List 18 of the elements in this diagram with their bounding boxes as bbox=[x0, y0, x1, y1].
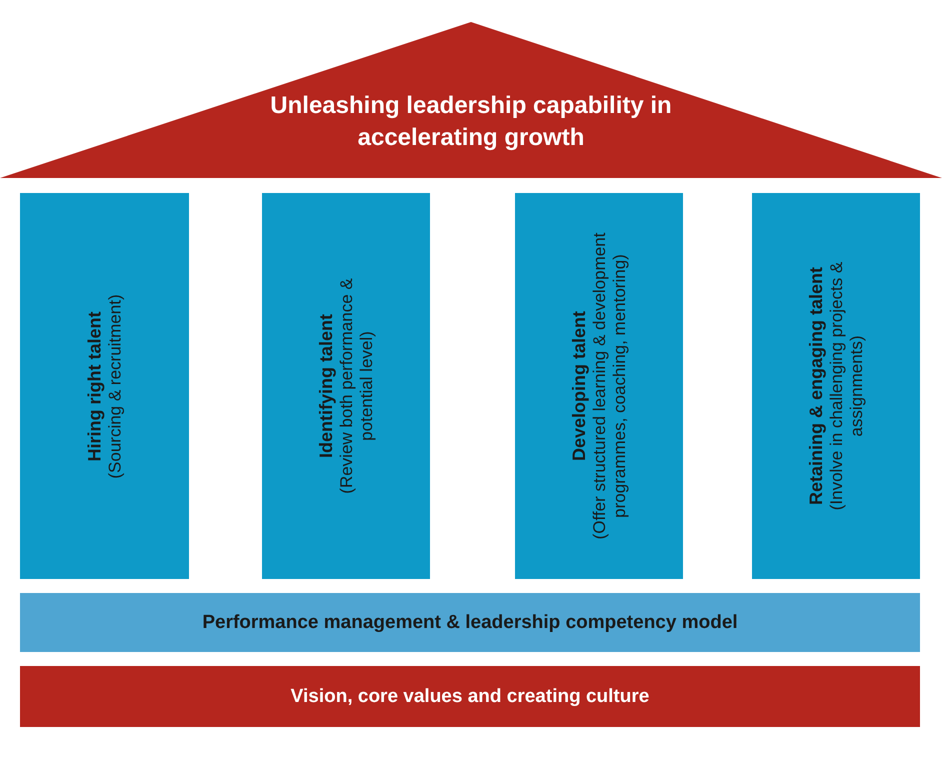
pillar-panel bbox=[20, 193, 189, 579]
foundation-band bbox=[20, 666, 920, 727]
foundation-band bbox=[20, 593, 920, 652]
pillar-heading: Identifying talent bbox=[316, 314, 336, 458]
pillar-description: (Involve in challenging projects & assignments) bbox=[826, 260, 866, 512]
pillar-description: (Review both performance & potential level) bbox=[336, 277, 376, 496]
pillar-panel bbox=[752, 193, 920, 579]
pillar-heading: Retaining & engaging talent bbox=[806, 267, 826, 506]
pillar-description: (Offer structured learning & development programmes, coaching, mentoring) bbox=[590, 232, 630, 542]
roof-banner bbox=[0, 22, 942, 178]
pillar-heading: Developing talent bbox=[568, 310, 590, 462]
pillar-panel bbox=[515, 193, 683, 579]
band-label: Performance management & leadership competency model bbox=[202, 612, 738, 634]
roof-title: Unleashing leadership capability in accelerating growth bbox=[269, 91, 673, 153]
pillar-heading: Hiring right talent bbox=[84, 311, 105, 461]
pillar-panel bbox=[262, 193, 430, 579]
band-label: Vision, core values and creating culture bbox=[290, 686, 650, 708]
pillar-description: (Sourcing & recruitment) bbox=[105, 294, 125, 478]
